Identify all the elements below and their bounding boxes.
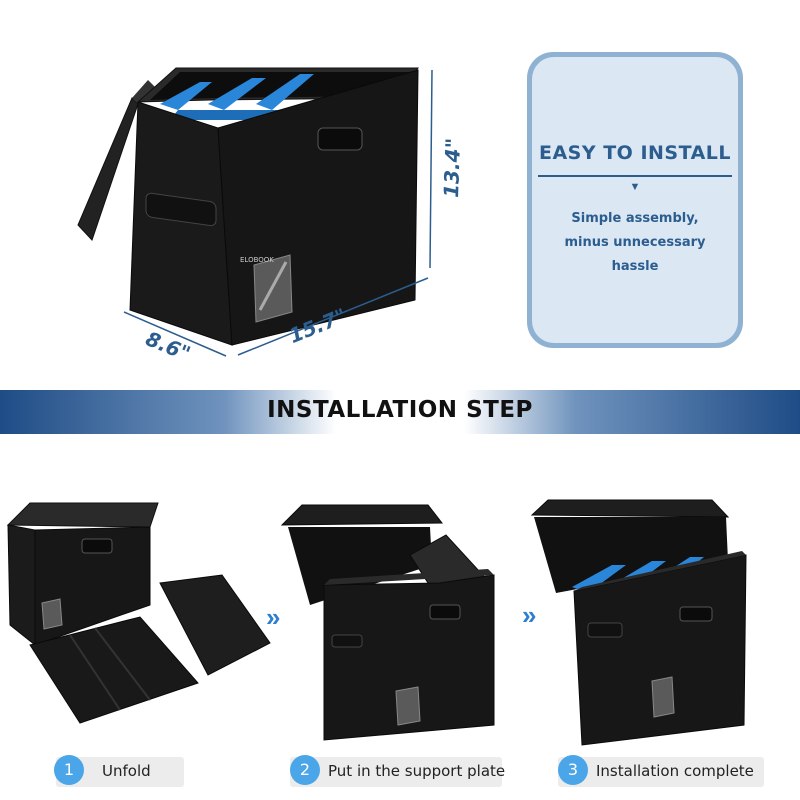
step-3-label: 3 Installation complete xyxy=(558,755,764,787)
step-2-label: 2 Put in the support plate xyxy=(290,755,506,787)
card-divider xyxy=(538,175,732,177)
side-handle xyxy=(145,192,217,227)
step-2-image xyxy=(280,504,495,741)
step-2-number-badge: 2 xyxy=(290,755,320,785)
easy-install-card: EASY TO INSTALL ▼ Simple assembly, minus… xyxy=(527,52,743,348)
down-triangle-icon: ▼ xyxy=(629,181,641,193)
step-1-image xyxy=(6,502,271,724)
brand-logo: ELOBOOK xyxy=(240,256,274,264)
product-image-main: 13.4" 15.7" 8.6" ELOBOOK xyxy=(77,67,465,366)
dimension-depth: 8.6" xyxy=(142,326,194,365)
installation-banner: INSTALLATION STEP xyxy=(0,390,800,434)
chevron-right-icon: » xyxy=(266,602,281,632)
step-1-text: Unfold xyxy=(102,762,151,780)
dimension-height: 13.4" xyxy=(439,138,465,199)
card-body: Simple assembly, minus unnecessary hassl… xyxy=(564,211,706,274)
step-1-number-badge: 1 xyxy=(54,755,84,785)
box-side xyxy=(129,101,233,346)
banner-title: INSTALLATION STEP xyxy=(267,397,533,423)
step-1-label: 1 Unfold xyxy=(54,755,184,787)
chevron-right-icon: » xyxy=(522,600,537,630)
combo-lock xyxy=(317,127,363,151)
step-3-image xyxy=(530,499,747,746)
card-title: EASY TO INSTALL xyxy=(538,142,732,164)
step-3-number-badge: 3 xyxy=(558,755,588,785)
box-lid xyxy=(77,97,139,241)
step-2-text: Put in the support plate xyxy=(328,762,506,780)
step-3-text: Installation complete xyxy=(596,762,754,780)
